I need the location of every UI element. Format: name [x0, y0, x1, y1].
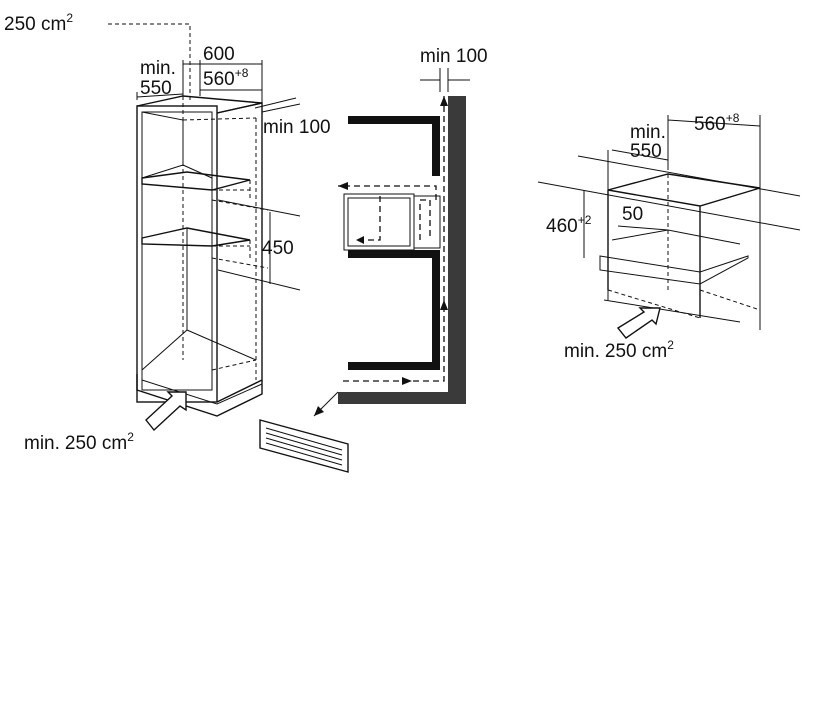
top-vent-label: 250 cm2: [4, 11, 73, 35]
shelf-1-dash: [211, 180, 269, 211]
arrow-left-inside: [356, 236, 364, 244]
shelf-2: [141, 227, 251, 247]
dim-side-gap: [254, 97, 301, 113]
width-outer-label: 600: [203, 44, 235, 65]
airflow-inside: [356, 196, 381, 241]
drawer-top: [611, 229, 741, 245]
airflow-top-exit: [338, 185, 437, 200]
cabinet-plinth: [136, 374, 263, 417]
niche-depth-line2: 550: [630, 141, 662, 162]
niche-depth-dim: [611, 149, 669, 161]
niche-sides: [607, 190, 701, 318]
niche-dims: [583, 115, 761, 258]
airflow-section-diagram: [259, 68, 470, 473]
middle-back-panel: [432, 258, 440, 370]
niche-floor: [603, 299, 741, 323]
drawer-front: [599, 255, 749, 285]
lower-cavity: [141, 228, 257, 371]
grille-leader-arrow: [314, 406, 324, 416]
middle-slab: [348, 250, 440, 258]
cabinet-right-side: [216, 102, 263, 403]
side-gap-label: min 100: [263, 117, 331, 138]
arrow-right-bottom: [402, 377, 412, 385]
rear-gap-label: min 100: [420, 46, 488, 67]
arrow-up-mid: [440, 300, 448, 310]
airflow-rear: [343, 96, 445, 382]
vent-grille-slats: [265, 427, 343, 466]
upper-cabinet-slab: [348, 116, 440, 176]
drawer-niche-diagram: [537, 115, 801, 339]
width-inner-label: 560+8: [203, 66, 249, 90]
bottom-vent-label: min.250 cm2: [24, 430, 134, 454]
shelf-1: [141, 171, 251, 191]
niche-offset-dim: [617, 225, 669, 231]
depth-min-line1: min.: [140, 58, 176, 79]
appliance-back: [414, 195, 441, 249]
niche-hidden-edges: [607, 174, 761, 319]
niche-height-label: 460+2: [546, 213, 592, 237]
airflow-loop: [419, 199, 431, 240]
plinth-line: [141, 379, 263, 405]
bottom-air-arrow: [145, 391, 187, 432]
niche-front-top: [537, 181, 801, 231]
rear-wall: [338, 96, 466, 404]
appliance-body: [343, 193, 415, 251]
arrow-up-top: [440, 96, 448, 106]
niche-top-face: [607, 173, 761, 207]
niche-width-label: 560+8: [694, 111, 740, 135]
dim-rear-gap: [420, 68, 470, 92]
niche-bottom-vent-label: min.250 cm2: [564, 338, 674, 362]
cabinet-inner-front: [141, 111, 213, 391]
cabinet-back-edges: [182, 96, 257, 380]
lower-cavity-dash: [211, 359, 257, 371]
lower-slab: [348, 362, 440, 370]
cabinet-front: [136, 105, 218, 403]
shelf-gap-label: 450: [262, 238, 294, 259]
dim-shelf-gap: [217, 199, 301, 291]
depth-min-line2: 550: [140, 78, 172, 99]
dim-depth: [136, 93, 184, 98]
upper-cavity: [141, 111, 213, 179]
dim-extension-lines: [136, 60, 263, 103]
appliance-inner: [347, 197, 411, 247]
shelf-2-dash: [211, 240, 269, 269]
niche-air-arrow: [616, 307, 661, 339]
niche-depth-line1: min.: [630, 122, 666, 143]
niche-top-line: [577, 155, 801, 197]
tall-cabinet-diagram: [108, 23, 301, 432]
arrow-left-exit: [338, 182, 348, 190]
niche-offset-label: 50: [622, 204, 643, 225]
vent-grille-frame: [259, 419, 349, 473]
